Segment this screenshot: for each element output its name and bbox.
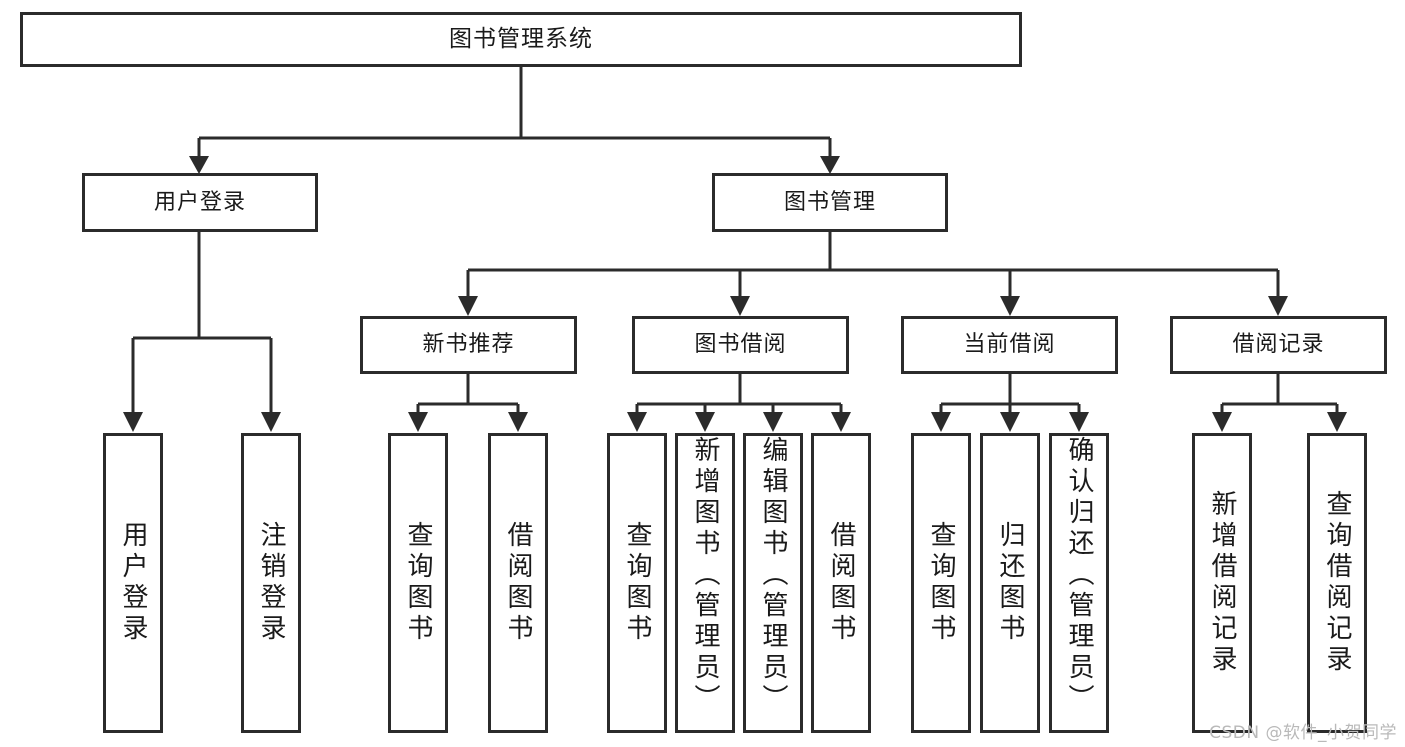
leaf-borrow-add-book-admin[interactable]: 新增图书（管理员） [675,433,735,733]
leaf-label: 确认归还（管理员） [1064,436,1094,715]
csdn-watermark: CSDN @软件_小贺同学 [1209,723,1397,743]
leaf-label: 新增图书（管理员） [690,436,720,715]
node-book-borrow[interactable]: 图书借阅 [632,316,849,374]
node-user-login[interactable]: 用户登录 [82,173,318,232]
node-label: 用户登录 [153,189,246,215]
node-label: 新书推荐 [422,332,515,358]
leaf-record-query-record[interactable]: 查询借阅记录 [1307,433,1367,733]
leaf-borrow-edit-book-admin[interactable]: 编辑图书（管理员） [743,433,803,733]
leaf-user-login-login[interactable]: 用户登录 [103,433,163,733]
node-label: 借阅记录 [1232,332,1325,358]
node-label: 当前借阅 [963,332,1056,358]
node-label: 图书管理系统 [449,26,593,53]
leaf-label: 归还图书 [995,521,1025,645]
node-root-system[interactable]: 图书管理系统 [20,12,1022,67]
leaf-label: 查询借阅记录 [1322,490,1352,676]
leaf-recommend-borrow-book[interactable]: 借阅图书 [488,433,548,733]
leaf-label: 用户登录 [118,521,148,645]
leaf-borrow-query-book[interactable]: 查询图书 [607,433,667,733]
leaf-recommend-query-book[interactable]: 查询图书 [388,433,448,733]
node-current-borrow[interactable]: 当前借阅 [901,316,1118,374]
node-book-management[interactable]: 图书管理 [712,173,948,232]
leaf-label: 查询图书 [926,521,956,645]
leaf-label: 查询图书 [403,521,433,645]
leaf-label: 新增借阅记录 [1207,490,1237,676]
leaf-user-login-logout[interactable]: 注销登录 [241,433,301,733]
leaf-label: 编辑图书（管理员） [758,436,788,715]
node-new-book-recommend[interactable]: 新书推荐 [360,316,577,374]
leaf-label: 查询图书 [622,521,652,645]
node-borrow-record[interactable]: 借阅记录 [1170,316,1387,374]
leaf-current-query-book[interactable]: 查询图书 [911,433,971,733]
node-label: 图书借阅 [694,332,787,358]
leaf-label: 借阅图书 [826,521,856,645]
leaf-record-add-record[interactable]: 新增借阅记录 [1192,433,1252,733]
leaf-current-confirm-return-admin[interactable]: 确认归还（管理员） [1049,433,1109,733]
leaf-label: 借阅图书 [503,521,533,645]
node-label: 图书管理 [783,189,876,215]
leaf-current-return-book[interactable]: 归还图书 [980,433,1040,733]
leaf-borrow-borrow-book[interactable]: 借阅图书 [811,433,871,733]
leaf-label: 注销登录 [256,521,286,645]
